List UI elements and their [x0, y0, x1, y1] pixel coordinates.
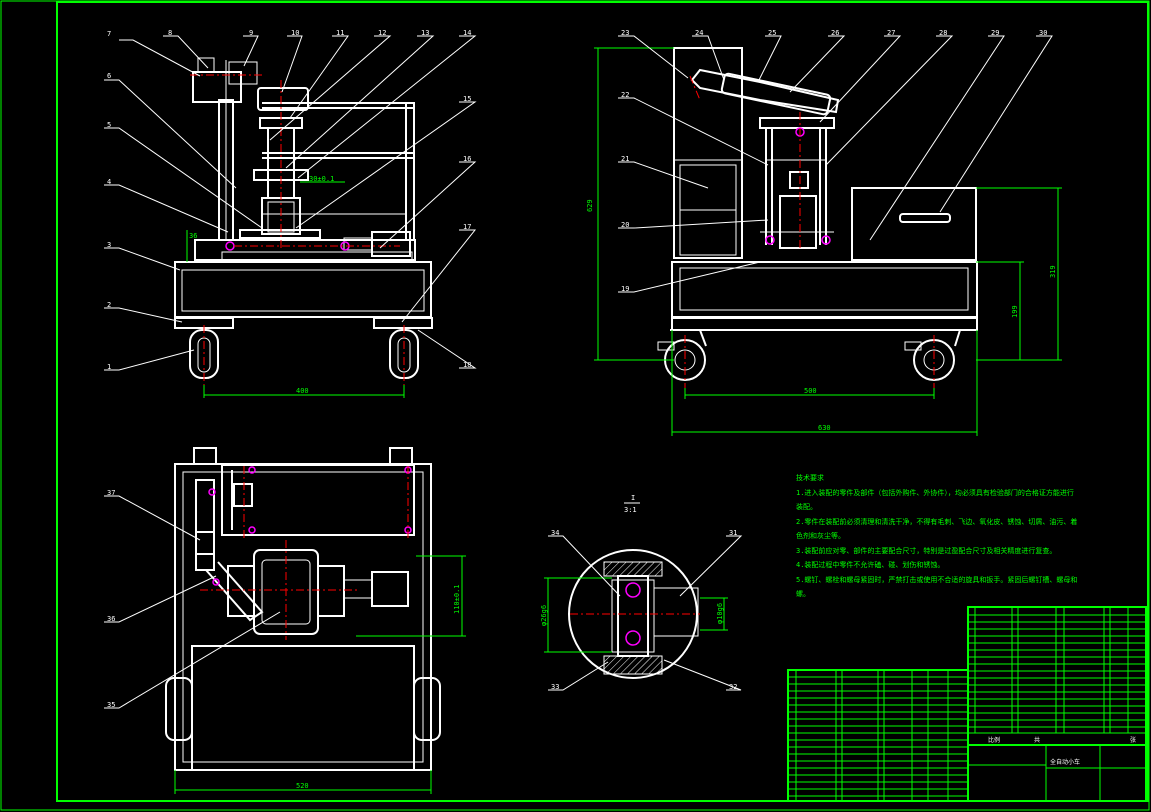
tech-note-line-8: 螺。 [796, 589, 810, 598]
tech-note-line-1: 1.进入装配的零件及部件（包括外购件、外协件），均必须具有检验部门的合格证方能进… [796, 488, 1074, 497]
part-number-1: 1 [107, 363, 111, 371]
part-number-23: 23 [621, 29, 629, 37]
top-view: 110±0.1 520 [165, 447, 466, 794]
dim-front-tolerance: 30±0.1 [309, 175, 334, 183]
part-number-19: 19 [621, 285, 629, 293]
title-block: 比例 共 张 全自动小车 [968, 732, 1146, 801]
dim-detail-inner: φ10g6 [716, 603, 724, 624]
part-number-8: 8 [168, 29, 172, 37]
part-number-6: 6 [107, 72, 111, 80]
part-number-11: 11 [336, 29, 344, 37]
part-number-33: 33 [551, 683, 559, 691]
dim-side-wheelbase: 500 [804, 387, 817, 395]
detail-label: I [631, 494, 635, 502]
part-number-2: 2 [107, 301, 111, 309]
top-view-callouts: 37 36 35 [104, 489, 281, 709]
dim-side-length: 630 [818, 424, 831, 432]
part-number-4: 4 [107, 178, 111, 186]
part-number-22: 22 [621, 91, 629, 99]
dim-top-width: 520 [296, 782, 309, 790]
dim-side-height-base: 199 [1011, 305, 1019, 318]
dim-side-height-total: 629 [586, 199, 594, 212]
tech-note-line-2: 装配。 [796, 502, 817, 511]
tech-note-line-5: 3.装配前应对零、部件的主要配合尺寸，特别是过盈配合尺寸及相关精度进行复查。 [796, 546, 1056, 555]
dim-detail-outer: φ26g6 [540, 605, 548, 626]
inner-frame [56, 1, 1149, 802]
part-number-25: 25 [768, 29, 776, 37]
part-number-7: 7 [107, 30, 111, 38]
tech-note-line-7: 5.螺钉、螺栓和螺母紧固时，严禁打击或使用不合适的旋具和扳手。紧固后螺钉槽、螺母… [796, 575, 1077, 584]
part-number-9: 9 [249, 29, 253, 37]
title-block-sheet: 共 [1034, 736, 1040, 744]
dim-top-tolerance: 110±0.1 [453, 584, 461, 614]
part-number-31: 31 [729, 529, 737, 537]
technical-requirements: 技术要求 1.进入装配的零件及部件（包括外购件、外协件），均必须具有检验部门的合… [796, 473, 1077, 598]
title-block-scale: 比例 [988, 736, 1000, 744]
part-number-13: 13 [421, 29, 429, 37]
part-number-28: 28 [939, 29, 947, 37]
part-number-18: 18 [463, 361, 471, 369]
part-number-10: 10 [291, 29, 299, 37]
side-view-callouts: 23 24 25 26 27 28 29 30 22 21 20 19 [618, 29, 1053, 293]
part-number-15: 15 [463, 95, 471, 103]
dim-front-height-small: 36 [189, 232, 197, 240]
part-number-35: 35 [107, 701, 115, 709]
part-number-32: 32 [729, 683, 737, 691]
part-number-36: 36 [107, 615, 115, 623]
drawing-title: 全自动小车 [1050, 758, 1080, 766]
detail-scale: 3:1 [624, 506, 637, 514]
parts-list [787, 606, 1147, 802]
part-number-3: 3 [107, 241, 111, 249]
detail-view: I 3:1 φ26g6 φ10g6 34 31 33 32 [540, 494, 743, 691]
part-number-37: 37 [107, 489, 115, 497]
part-number-26: 26 [831, 29, 839, 37]
part-number-14: 14 [463, 29, 471, 37]
tech-note-line-4: 色剂和灰尘等。 [796, 531, 845, 540]
front-view-callouts: 7 8 9 10 11 12 13 14 15 16 17 18 6 5 4 3… [104, 29, 477, 371]
part-number-16: 16 [463, 155, 471, 163]
front-view: 400 36 30±0.1 [174, 57, 433, 398]
side-view: 629 319 199 500 630 [586, 47, 1062, 436]
part-number-27: 27 [887, 29, 895, 37]
part-number-24: 24 [695, 29, 703, 37]
tech-notes-title: 技术要求 [796, 473, 824, 482]
part-number-34: 34 [551, 529, 559, 537]
part-number-30: 30 [1039, 29, 1047, 37]
part-number-20: 20 [621, 221, 629, 229]
part-number-12: 12 [378, 29, 386, 37]
dim-side-height-deck: 319 [1049, 265, 1057, 278]
title-block-mark: 张 [1130, 736, 1136, 744]
tech-note-line-3: 2.零件在装配前必须清理和清洗干净，不得有毛刺、飞边、氧化皮、锈蚀、切屑、油污、… [796, 517, 1077, 526]
tech-note-line-6: 4.装配过程中零件不允许磕、碰、划伤和锈蚀。 [796, 560, 944, 569]
part-number-5: 5 [107, 121, 111, 129]
dim-front-width: 400 [296, 387, 309, 395]
part-number-21: 21 [621, 155, 629, 163]
part-number-29: 29 [991, 29, 999, 37]
part-number-17: 17 [463, 223, 471, 231]
